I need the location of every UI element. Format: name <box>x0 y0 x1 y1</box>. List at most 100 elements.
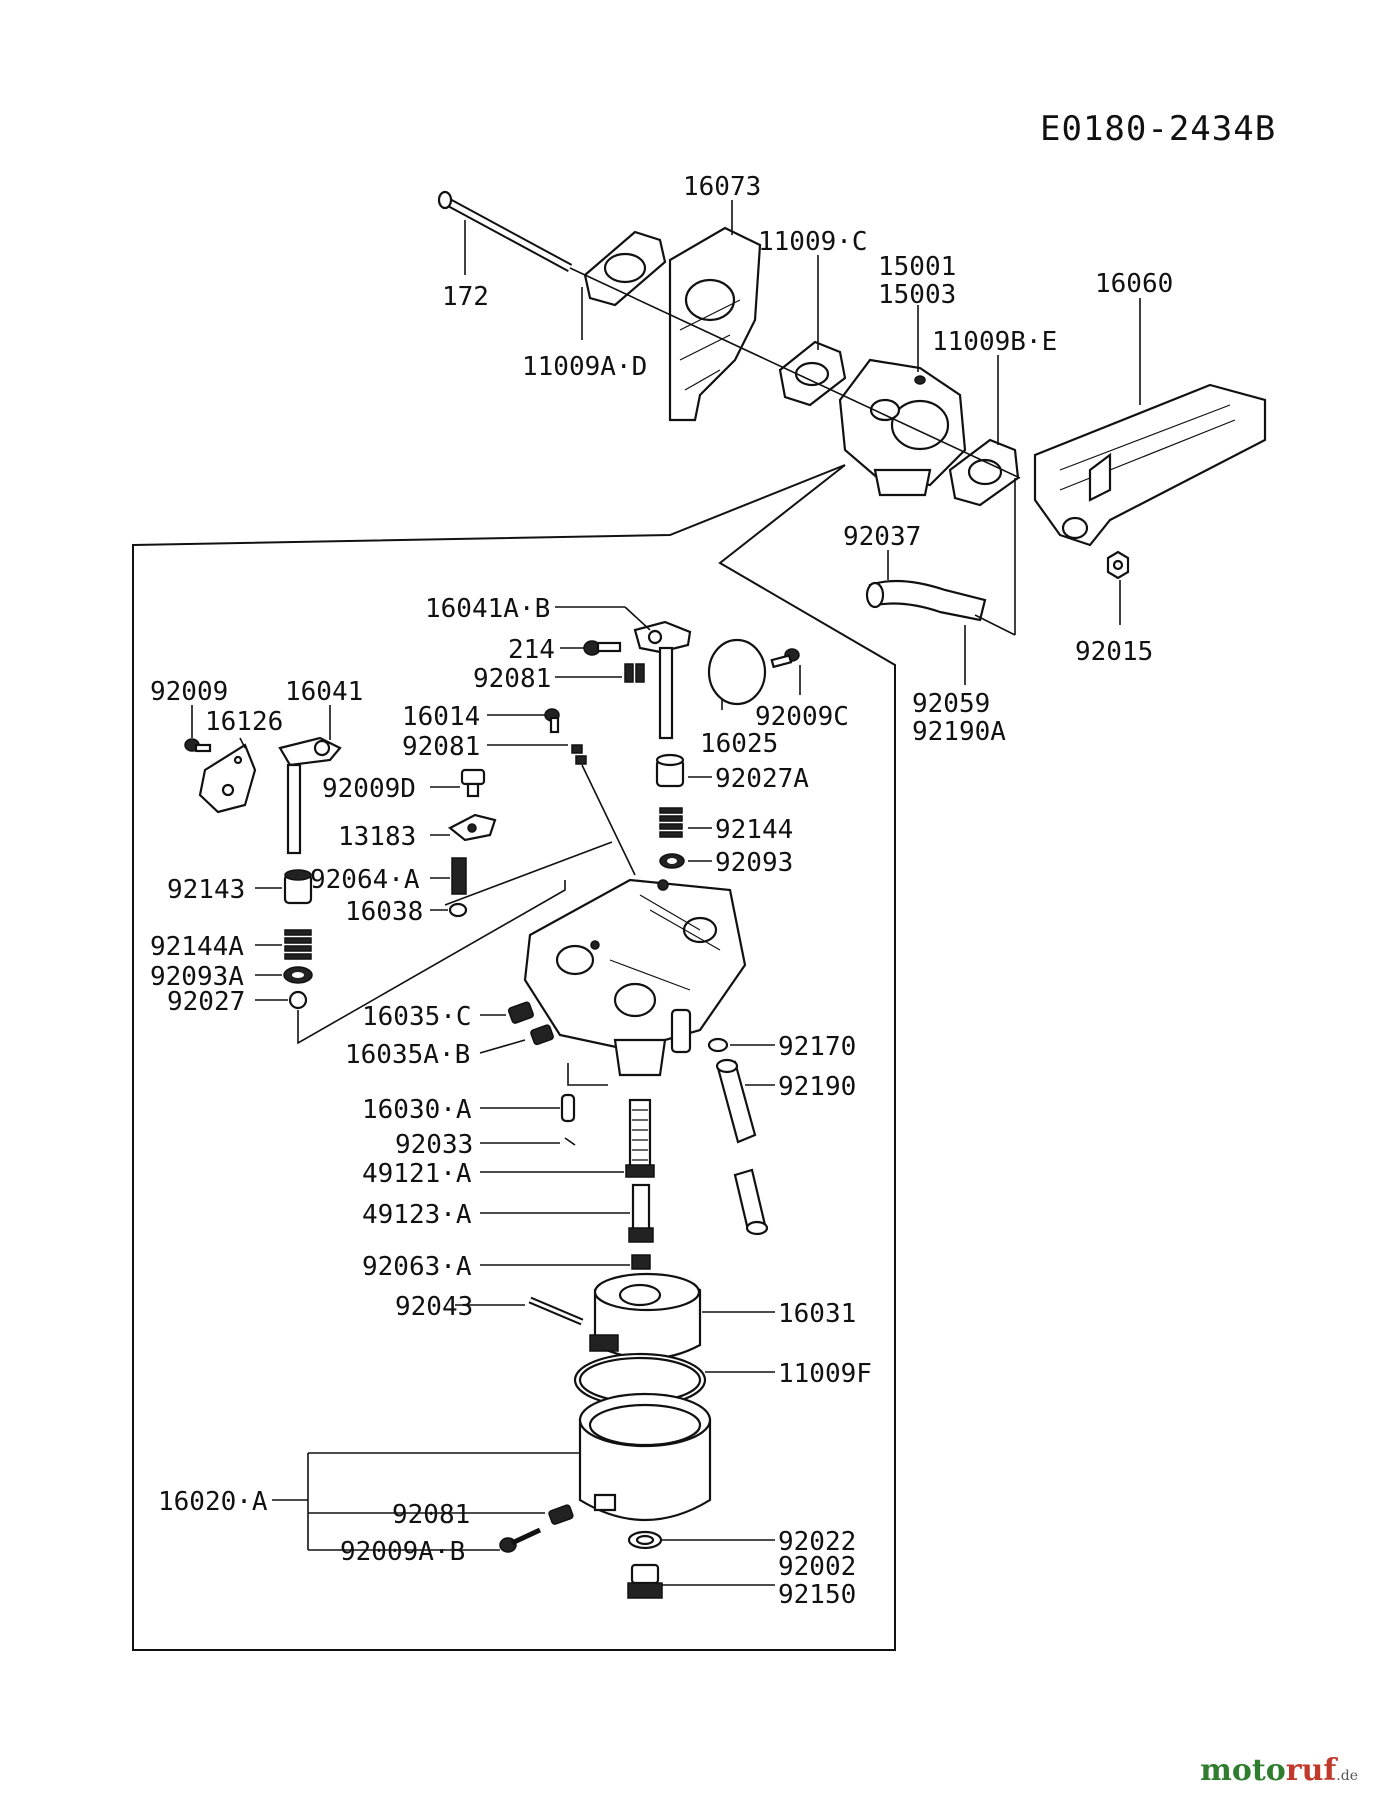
label-92037: 92037 <box>843 522 921 552</box>
label-92093: 92093 <box>715 848 793 878</box>
gasket-11009C <box>778 340 847 407</box>
plate-16025 <box>707 638 767 706</box>
label-92027A: 92027A <box>715 764 809 794</box>
label-16041AB: 16041A·B <box>425 594 550 624</box>
jet-92063A <box>631 1254 651 1270</box>
insulator-16073 <box>668 226 762 422</box>
part-92064A <box>451 857 467 895</box>
screw-92009 <box>184 738 212 753</box>
bracket-16035 <box>567 1063 608 1086</box>
label-92081a: 92081 <box>473 664 551 694</box>
plate-16126 <box>198 743 257 814</box>
watermark-logo: motoruf.de <box>1200 1753 1358 1788</box>
jet-49123A <box>628 1183 654 1243</box>
washer-92093A <box>283 966 313 984</box>
inner-frame-top <box>444 841 613 906</box>
part-92033 <box>564 1137 576 1146</box>
label-11009BE: 11009B·E <box>932 327 1057 357</box>
label-92059: 92059 <box>912 689 990 719</box>
part-16030A <box>560 1093 576 1123</box>
label-92002: 92002 <box>778 1552 856 1582</box>
intake-16060 <box>1033 383 1267 547</box>
shaft-16041 <box>278 736 342 855</box>
label-172: 172 <box>442 282 489 312</box>
label-92190A: 92190A <box>912 717 1006 747</box>
label-16060: 16060 <box>1095 269 1173 299</box>
carburetor-15001 <box>838 358 967 497</box>
label-16035C: 16035·C <box>362 1002 472 1032</box>
hose-92037 <box>865 579 987 622</box>
label-92033: 92033 <box>395 1130 473 1160</box>
label-92081b: 92081 <box>402 732 480 762</box>
label-92009: 92009 <box>150 677 228 707</box>
label-92009C: 92009C <box>755 702 849 732</box>
nut-92015 <box>1106 550 1130 580</box>
tube-92190 <box>715 1058 769 1236</box>
screw-16014 <box>544 708 560 734</box>
label-16073: 16073 <box>683 172 761 202</box>
label-16038: 16038 <box>345 897 423 927</box>
label-92022: 92022 <box>778 1527 856 1557</box>
label-16126: 16126 <box>205 707 283 737</box>
label-16025: 16025 <box>700 729 778 759</box>
label-16020A: 16020·A <box>158 1487 268 1517</box>
oring-16038 <box>448 902 468 918</box>
label-92043: 92043 <box>395 1292 473 1322</box>
label-92190: 92190 <box>778 1072 856 1102</box>
label-13183: 13183 <box>338 822 416 852</box>
label-92093A: 92093A <box>150 962 244 992</box>
tube-49121A <box>625 1098 655 1178</box>
label-11009AD: 11009A·D <box>522 352 647 382</box>
screw-92009AB <box>499 1527 542 1553</box>
label-11009F: 11009F <box>778 1359 872 1389</box>
label-92064A: 92064·A <box>310 865 420 895</box>
screw-16035C <box>507 1001 534 1024</box>
diagram-code: E0180-2434B <box>1040 109 1276 149</box>
plug-92002 <box>627 1563 663 1599</box>
label-92063A: 92063·A <box>362 1252 472 1282</box>
screw-92009C <box>770 648 800 669</box>
label-16030A: 16030·A <box>362 1095 472 1125</box>
float-16031 <box>589 1272 702 1360</box>
label-92027: 92027 <box>167 987 245 1017</box>
lever-13183 <box>447 813 497 842</box>
label-16014: 16014 <box>402 702 480 732</box>
bowl-16020A <box>578 1392 712 1521</box>
label-92143: 92143 <box>167 875 245 905</box>
spring-92144 <box>659 807 683 838</box>
gasket-11009AD <box>583 230 667 307</box>
washer-92093 <box>659 853 685 869</box>
bushing-92027 <box>288 990 308 1010</box>
pin-92043 <box>528 1296 584 1326</box>
screw-214 <box>583 640 622 656</box>
label-92015: 92015 <box>1075 637 1153 667</box>
label-16035AB: 16035A·B <box>345 1040 470 1070</box>
label-15003: 15003 <box>878 280 956 310</box>
inner-frame-left <box>297 880 566 1045</box>
label-49123A: 49123·A <box>362 1200 472 1230</box>
spring-92081a <box>624 663 645 683</box>
label-214: 214 <box>508 635 555 665</box>
screw-16035AB <box>530 1024 554 1046</box>
label-92170: 92170 <box>778 1032 856 1062</box>
label-92009AB: 92009A·B <box>340 1537 465 1567</box>
label-92081c: 92081 <box>392 1500 470 1530</box>
label-92009D: 92009D <box>322 774 416 804</box>
label-15001: 15001 <box>878 252 956 282</box>
carburetor-body <box>523 878 747 1077</box>
part-92143 <box>283 869 313 905</box>
spring-92081c <box>548 1504 574 1525</box>
clip-92170 <box>707 1037 729 1053</box>
label-92144A: 92144A <box>150 932 244 962</box>
zoom-frame <box>132 464 896 1651</box>
label-16031: 16031 <box>778 1299 856 1329</box>
washer-92022 <box>627 1530 663 1550</box>
spring-92144A <box>284 929 312 960</box>
label-11009C: 11009·C <box>758 227 868 257</box>
bushing-92027A <box>655 753 685 788</box>
screw-92009D <box>460 768 486 798</box>
spring-92081b <box>571 744 587 765</box>
stud-172 <box>437 190 573 272</box>
